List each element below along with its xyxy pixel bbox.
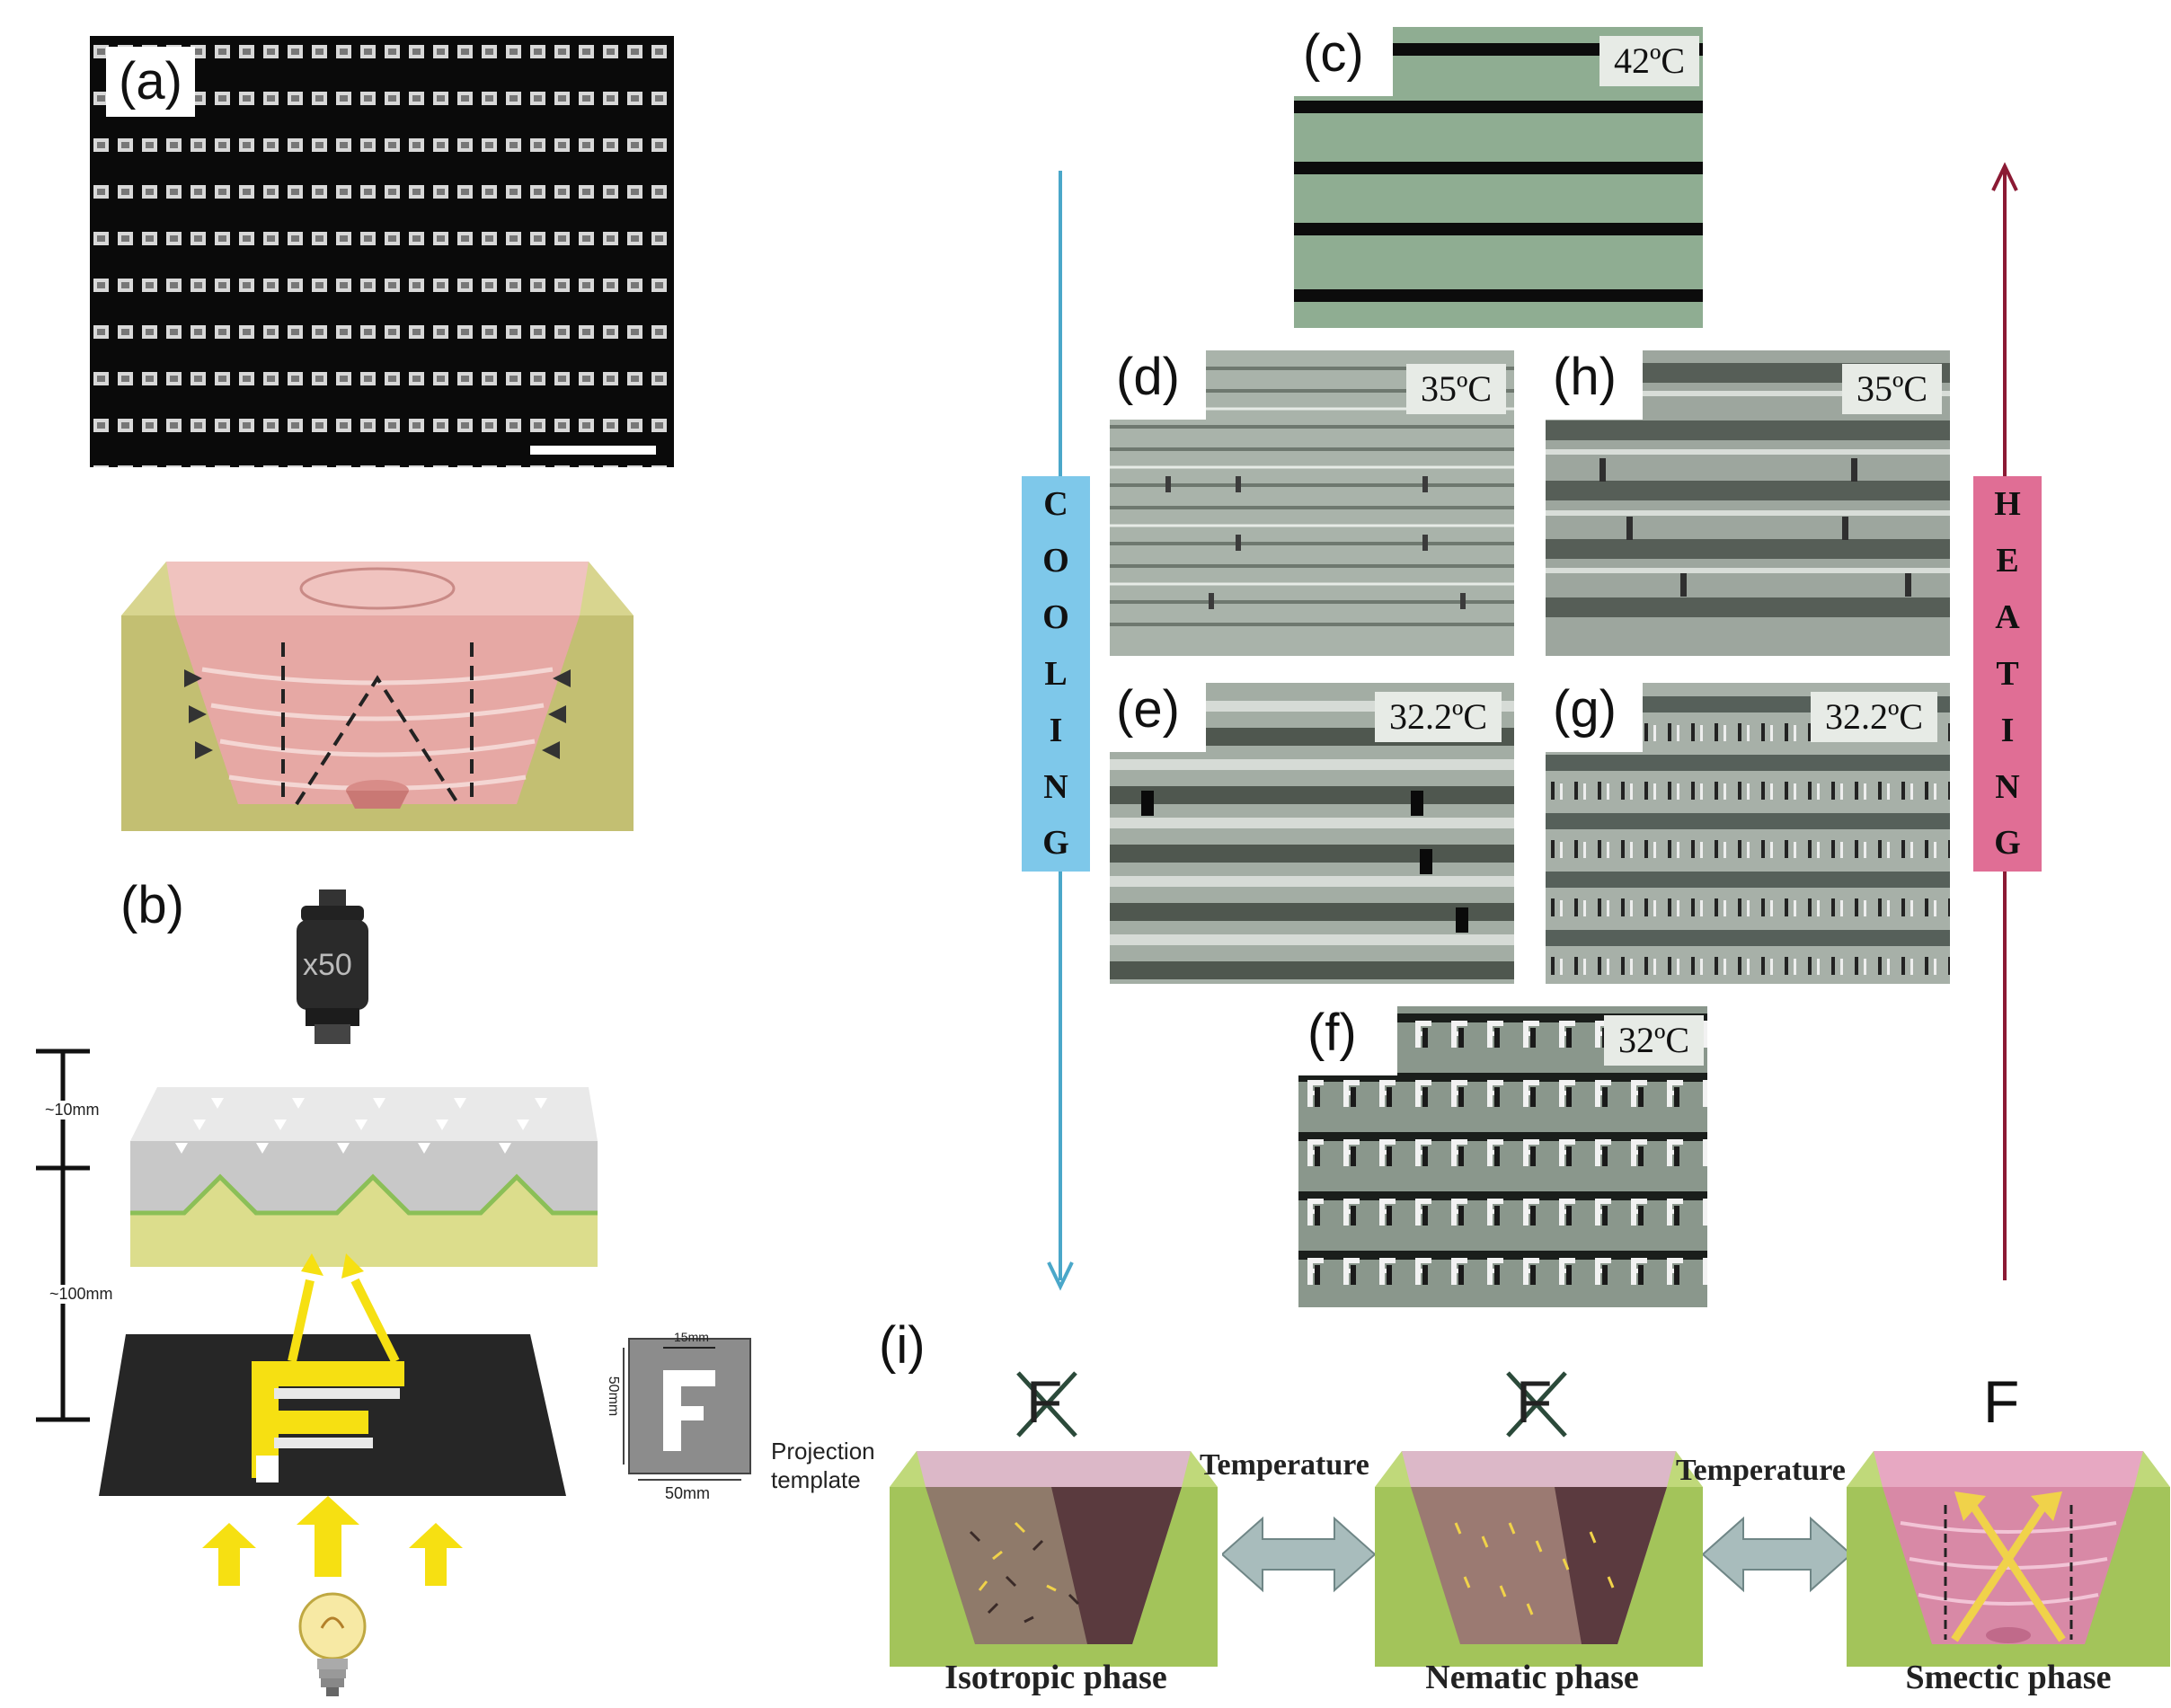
well-smectic — [1847, 1451, 2170, 1667]
double-arrow-1 — [1220, 1514, 1377, 1595]
panel-c-temp: 42ºC — [1599, 36, 1700, 86]
panel-h-label: (h) — [1544, 346, 1643, 420]
heating-letter: I — [2000, 711, 2015, 749]
heating-box — [1973, 476, 2042, 872]
substrate-slab — [130, 1087, 607, 1267]
panel-b-label: (b) — [115, 876, 190, 935]
light-bulb-icon — [292, 1590, 373, 1703]
cooling-letter: L — [1044, 654, 1068, 693]
panel-d-temp: 35ºC — [1406, 364, 1507, 414]
heating-letter: T — [1996, 654, 2019, 693]
panel-f-temp: 32ºC — [1604, 1015, 1705, 1066]
light-arrows — [202, 1496, 472, 1590]
letter-nematic: F — [1516, 1368, 1553, 1435]
crossed-letter-isotropic — [1011, 1366, 1083, 1442]
panel-g-label: (g) — [1544, 678, 1643, 752]
smectic-label: Smectic phase — [1905, 1659, 2112, 1696]
heating-letter: G — [1994, 824, 2021, 863]
objective-magnification: x50 — [303, 948, 352, 982]
panel-f-label: (f) — [1298, 1002, 1397, 1075]
cooling-letter: O — [1042, 598, 1069, 637]
cooling-word: C O O L I N G — [1022, 476, 1090, 872]
temperature-label-1: Temperature — [1200, 1448, 1369, 1482]
cooling-letter: O — [1042, 542, 1069, 580]
template-caption-2: template — [771, 1466, 861, 1493]
temperature-label-2: Temperature — [1676, 1454, 1846, 1487]
heating-letter: A — [1995, 598, 2020, 637]
cooling-box — [1022, 476, 1090, 872]
isotropic-label: Isotropic phase — [944, 1659, 1167, 1696]
panel-d-label: (d) — [1107, 346, 1206, 420]
panel-h-temp: 35ºC — [1842, 364, 1943, 414]
panel-c-label: (c) — [1294, 22, 1393, 96]
template-height: 50mm — [606, 1376, 622, 1417]
panel-a-label: (a) — [106, 47, 195, 117]
projection-plane — [99, 1253, 566, 1496]
well-nematic — [1375, 1451, 1703, 1667]
nematic-label: Nematic phase — [1425, 1659, 1639, 1696]
panel-e-label: (e) — [1107, 678, 1206, 752]
projection-template — [620, 1330, 759, 1491]
cooling-letter: N — [1043, 767, 1068, 806]
panel-i-label: (i) — [873, 1316, 931, 1376]
well-isotropic — [890, 1451, 1218, 1667]
panel-g-temp: 32.2ºC — [1811, 692, 1938, 742]
cooling-letter: G — [1042, 824, 1069, 863]
cooling-letter: I — [1049, 711, 1063, 749]
template-inner-size: 15mm — [674, 1330, 709, 1344]
heating-letter: H — [1994, 485, 2021, 524]
panel-e-temp: 32.2ºC — [1375, 692, 1502, 742]
template-caption-1: Projection — [771, 1438, 875, 1465]
letter-smectic: F — [1983, 1368, 2020, 1435]
double-arrow-2 — [1701, 1514, 1853, 1595]
distance-bottom: ~100mm — [49, 1285, 113, 1304]
crossed-letter-nematic — [1501, 1366, 1573, 1442]
distance-top: ~10mm — [45, 1101, 100, 1119]
heating-letter: E — [1996, 542, 2019, 580]
letter-isotropic: F — [1026, 1368, 1063, 1435]
heating-word: H E A T I N G — [1973, 476, 2042, 872]
scale-bar — [530, 446, 656, 455]
heating-letter: N — [1995, 767, 2020, 806]
objective-lens — [292, 889, 373, 1051]
cooling-letter: C — [1043, 485, 1068, 524]
well-cross-section — [121, 562, 634, 831]
template-width: 50mm — [665, 1484, 711, 1502]
